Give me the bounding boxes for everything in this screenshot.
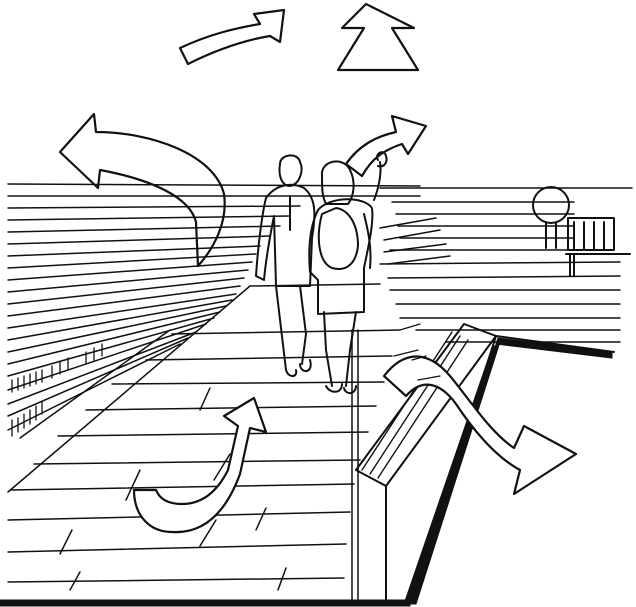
lamp-post [533,187,569,248]
u-turn-arrow [134,398,266,532]
arrow-up-top [338,4,418,70]
ground-line [0,600,410,606]
person-man [256,155,314,376]
steps [8,284,400,600]
bench [566,218,630,276]
arrow-up-right-top [180,10,284,64]
top-arrows [180,4,418,70]
lamp-globe [533,187,569,223]
right-terrace-lines [380,188,632,342]
left-curved-arrow [60,114,225,266]
middle-up-right-arrow [346,116,426,176]
